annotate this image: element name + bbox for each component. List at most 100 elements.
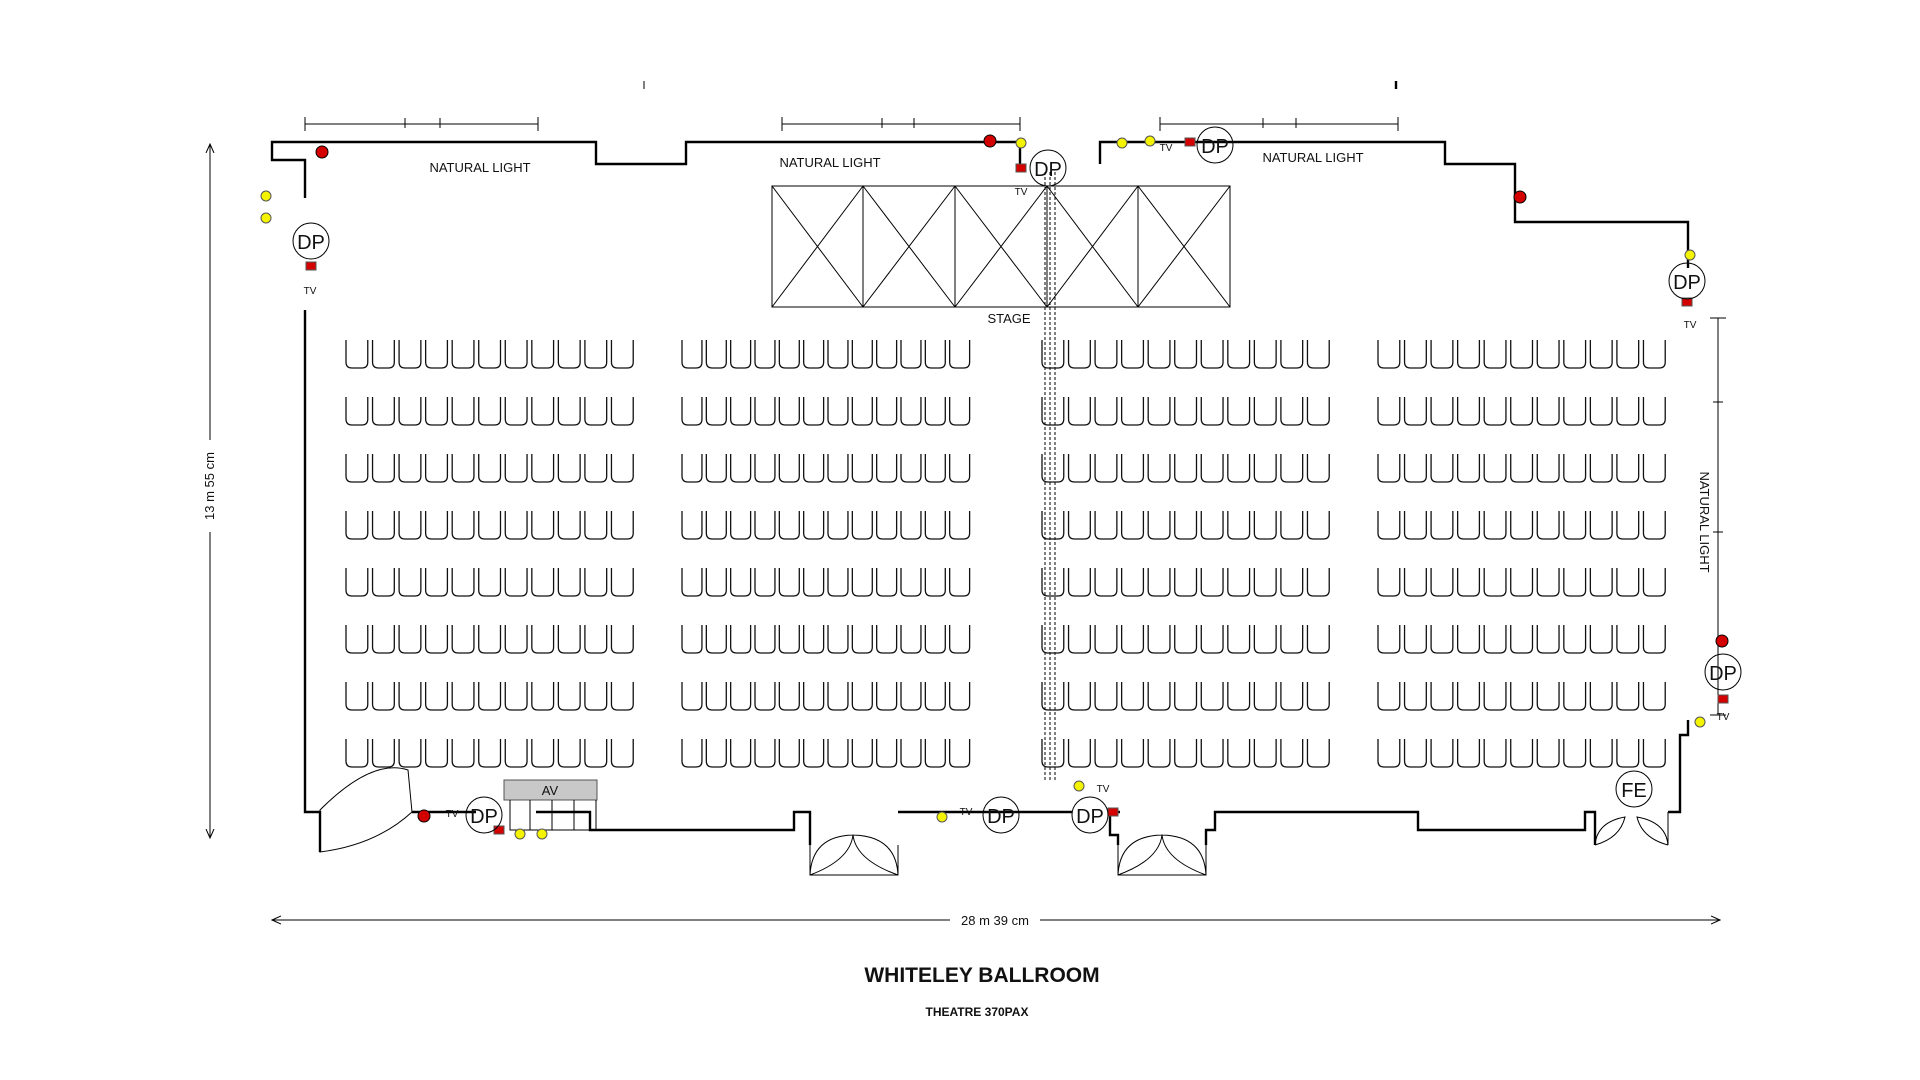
chair	[1616, 568, 1640, 597]
chair	[1200, 397, 1224, 426]
chair	[371, 568, 395, 597]
chair	[1200, 340, 1224, 369]
fe-label: FE	[1621, 780, 1647, 802]
chair	[851, 568, 873, 597]
chair	[1067, 739, 1091, 768]
chair	[1227, 454, 1251, 483]
chair	[778, 454, 800, 483]
chair	[1483, 511, 1507, 540]
chair	[1510, 340, 1534, 369]
chair	[1510, 682, 1534, 711]
chair	[504, 511, 528, 540]
seat-row	[1041, 340, 1330, 369]
chair	[827, 682, 849, 711]
red-fixtures	[315, 134, 1729, 823]
chair	[876, 739, 898, 768]
chair	[1227, 511, 1251, 540]
seat-row	[1041, 511, 1330, 540]
chair	[827, 739, 849, 768]
chair	[876, 568, 898, 597]
chair	[1456, 568, 1481, 597]
chair	[1041, 739, 1065, 768]
svg-text:DP: DP	[470, 806, 498, 828]
chair	[1227, 568, 1251, 597]
chair	[1430, 340, 1454, 369]
av-desk: AV	[503, 779, 598, 831]
chair	[531, 511, 555, 540]
chair	[1483, 739, 1507, 768]
chair	[1430, 625, 1454, 654]
chair	[851, 397, 873, 426]
chair	[1510, 397, 1534, 426]
chair	[1563, 739, 1587, 768]
door-bottom-1	[809, 834, 899, 876]
chair	[478, 682, 502, 711]
stage-label: STAGE	[987, 311, 1030, 326]
chair	[1483, 625, 1507, 654]
chair	[610, 340, 634, 369]
chair	[1280, 511, 1304, 540]
chair	[1589, 682, 1613, 711]
chair	[1041, 568, 1065, 597]
chair	[584, 739, 608, 768]
seat-row	[1041, 682, 1330, 711]
chair	[610, 397, 634, 426]
chair	[1403, 454, 1427, 483]
chair	[1280, 625, 1304, 654]
chair	[610, 454, 634, 483]
chair	[681, 340, 703, 369]
wall-top-left	[270, 140, 1022, 198]
chair	[1483, 454, 1507, 483]
chair	[1253, 340, 1277, 369]
chair	[610, 739, 634, 768]
wall-bottom	[412, 810, 1597, 845]
chair	[345, 340, 369, 369]
window-top-3	[1159, 117, 1399, 131]
chair	[398, 739, 422, 768]
seat-row	[1377, 568, 1666, 597]
chair	[900, 739, 922, 768]
chair	[730, 397, 752, 426]
chair	[851, 511, 873, 540]
chair	[778, 682, 800, 711]
chair	[1403, 340, 1427, 369]
door-bottom-2	[1117, 834, 1207, 876]
chair	[371, 397, 395, 426]
tv-point	[1184, 137, 1196, 147]
seat-row	[345, 454, 634, 483]
chair	[730, 511, 752, 540]
chair	[730, 568, 752, 597]
chair	[345, 454, 369, 483]
chair	[1589, 511, 1613, 540]
socket	[1144, 135, 1156, 147]
chair	[1174, 340, 1198, 369]
chair	[681, 568, 703, 597]
seat-row	[681, 340, 971, 369]
chair	[1536, 739, 1560, 768]
chair	[803, 568, 825, 597]
chair	[371, 739, 395, 768]
width-dimension-label: 28 m 39 cm	[961, 913, 1029, 928]
chair	[1200, 682, 1224, 711]
wall-left	[303, 310, 322, 852]
chair	[1174, 682, 1198, 711]
chair	[949, 568, 971, 597]
chair	[1120, 397, 1145, 426]
chair	[1200, 739, 1224, 768]
chair	[1377, 568, 1401, 597]
chair	[754, 682, 776, 711]
chair	[949, 682, 971, 711]
chair	[1067, 568, 1091, 597]
chair	[1616, 511, 1640, 540]
tv-label: TV	[1717, 712, 1730, 723]
svg-text:DP: DP	[1076, 806, 1104, 828]
chair	[1200, 454, 1224, 483]
chair	[1510, 511, 1534, 540]
chair	[531, 397, 555, 426]
chair	[1536, 682, 1560, 711]
chair	[504, 625, 528, 654]
chair	[1306, 454, 1330, 483]
chair	[1147, 682, 1171, 711]
chair	[1563, 625, 1587, 654]
svg-text:DP: DP	[1673, 272, 1701, 294]
